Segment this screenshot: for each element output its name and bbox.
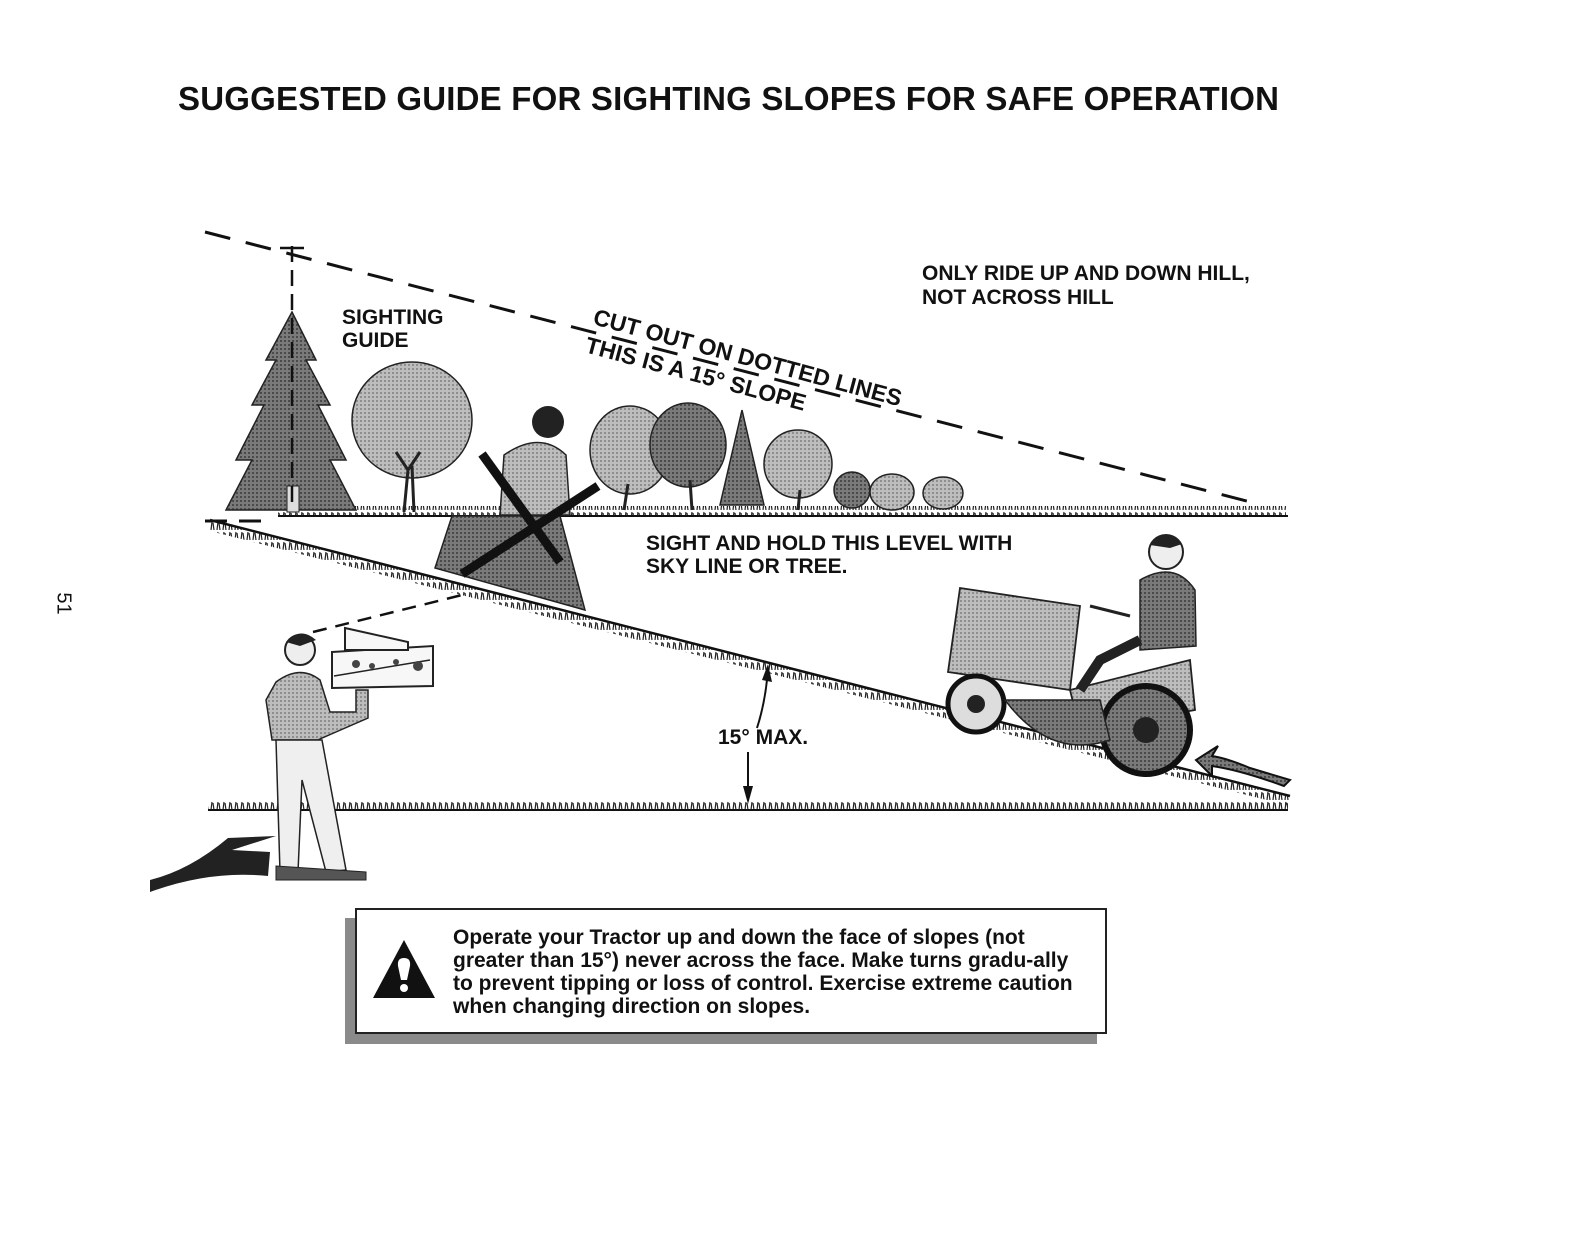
deciduous-tree-icon [352,362,472,512]
hold-level-line1: SIGHT AND HOLD THIS LEVEL WITH [646,532,1012,555]
hold-level-line2: SKY LINE OR TREE. [646,555,847,578]
person-sighting-icon [150,628,433,892]
ride-note-line1: ONLY RIDE UP AND DOWN HILL, [922,262,1250,285]
warning-text: Operate your Tractor up and down the fac… [453,926,1093,1018]
max-angle-label: 15° MAX. [718,726,808,749]
conifer-tree-icon [226,246,356,512]
warning-box: Operate your Tractor up and down the fac… [355,908,1107,1034]
sighting-guide-label-line1: SIGHTING [342,306,444,329]
tree-group-icon [590,403,963,510]
warning-triangle-icon [371,938,437,1000]
tractor-uphill-icon [948,535,1196,774]
sighting-guide-label-line2: GUIDE [342,329,409,352]
ride-note-line2: NOT ACROSS HILL [922,286,1114,309]
upper-ground-line [278,506,1288,516]
